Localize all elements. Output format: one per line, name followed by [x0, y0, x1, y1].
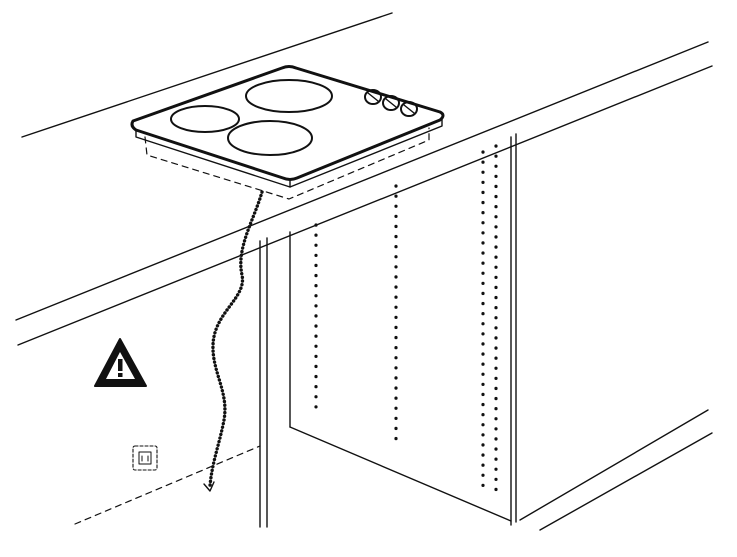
- ceramic-hob: [130, 65, 445, 200]
- floor-line-right: [519, 409, 709, 521]
- floor-hidden-line: [74, 445, 261, 525]
- control-knob-1: [364, 89, 382, 105]
- worktop-front-bottom-edge: [17, 65, 713, 346]
- hob-right-edge: [289, 117, 443, 188]
- electrical-socket-icon: [132, 445, 158, 471]
- hob-cutout-hidden-outline: [144, 127, 430, 200]
- worktop-front-top-edge: [15, 41, 709, 321]
- hob-front-edge: [135, 129, 291, 188]
- burner-left: [170, 105, 240, 133]
- burner-rear: [245, 79, 333, 113]
- power-cable-line: [208, 190, 264, 488]
- cabinet-floor-back-edge: [289, 426, 512, 522]
- cable-end-arrow-icon: [203, 481, 215, 492]
- power-cable: [203, 190, 264, 492]
- base-cabinet: [74, 133, 713, 531]
- control-knob-3: [400, 101, 418, 117]
- warning-triangle-icon: [94, 338, 147, 387]
- worktop-back-edge: [21, 12, 393, 138]
- worktop: [15, 12, 713, 346]
- floor-line-far-right: [539, 432, 713, 531]
- control-knob-2: [382, 95, 400, 111]
- burner-front: [227, 120, 313, 156]
- hob-top-outline: [130, 65, 445, 181]
